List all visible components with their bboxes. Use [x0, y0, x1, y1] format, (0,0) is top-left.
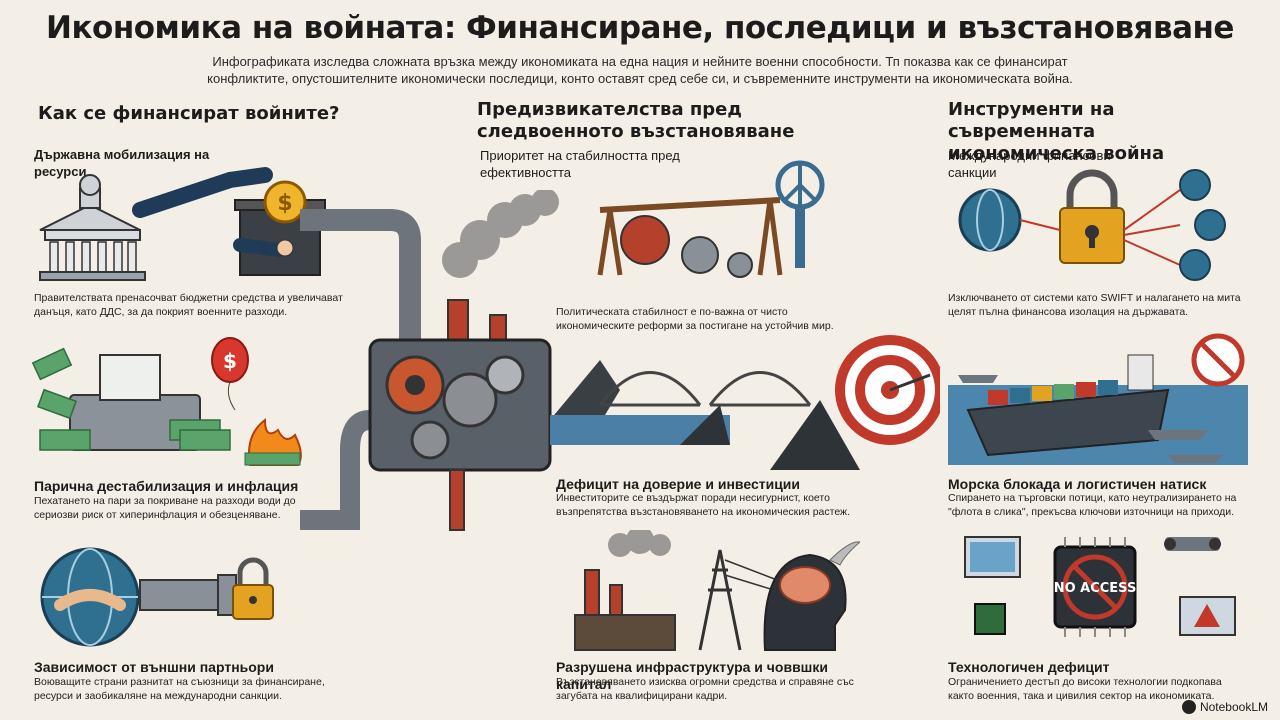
- infrastructure-illustration: [574, 530, 860, 651]
- left-s2-title: Парична дестабилизация и инфлация: [34, 478, 299, 494]
- handshake-globe-illustration: [40, 547, 274, 647]
- no-access-label: NO ACCESS: [1054, 581, 1137, 596]
- notebooklm-logo: NotebookLM: [1181, 700, 1268, 714]
- right-s3-title: Технологичен дефицит: [948, 659, 1110, 675]
- middle-s3-desc: Възстановяването изисква огромни средств…: [556, 676, 854, 702]
- middle-s2-desc: Инвеститорите се въздържат поради несигу…: [556, 492, 850, 518]
- right-column-heading: Инструменти на съвременната икономическа…: [948, 99, 1165, 164]
- money-printer-illustration: $: [31, 337, 302, 466]
- right-s2-title: Морска блокада и логистичен натиск: [948, 476, 1207, 492]
- tech-deficit-illustration: NO ACCESS: [964, 536, 1236, 637]
- middle-s3-title: Разрушена инфраструктура и човвшки капит…: [556, 659, 828, 692]
- notebooklm-label: NotebookLM: [1199, 700, 1268, 714]
- coin-dollar-label: $: [277, 191, 292, 216]
- sanctions-lock-illustration: [958, 169, 1226, 281]
- right-s1-title: Международни финансови санкции: [948, 148, 1111, 180]
- right-s2-desc: Спирането на търговски потици, като неут…: [948, 492, 1237, 518]
- notebooklm-icon: [1181, 700, 1196, 714]
- left-s3-title: Зависимост от външни партньори: [34, 659, 274, 675]
- left-s1-desc: Правителствата пренасочват бюджетни сред…: [34, 292, 343, 318]
- left-column-heading: Как се финансират войните?: [38, 103, 340, 124]
- left-s2-desc: Пехатането на пари за покриване на разхо…: [34, 495, 296, 521]
- page-title: Икономика на войната: Финансиране, после…: [46, 10, 1234, 46]
- middle-s2-title: Дефицит на доверие и инвестиции: [556, 476, 801, 492]
- right-s3-desc: Ограничението дестъп до високи технологи…: [948, 676, 1222, 702]
- middle-s1-desc: Политическата стабилност е по-важна от ч…: [556, 306, 834, 332]
- right-s1-desc: Изключването от системи като SWIFT и нал…: [948, 292, 1241, 318]
- middle-column-heading: Предизвикателства пред следвоенното възс…: [477, 99, 795, 142]
- intro-text: Инфографиката изследва сложната връзка м…: [207, 54, 1073, 86]
- stability-seesaw-illustration: [597, 160, 825, 278]
- left-s3-desc: Воюващите страни разнитат на съюзници за…: [34, 676, 325, 702]
- left-s1-title: Държавна мобилизация на ресурси: [34, 147, 210, 179]
- war-economy-machine-illustration: [300, 190, 940, 531]
- middle-s1-title: Приоритет на стабилността пред ефективно…: [480, 148, 680, 180]
- naval-blockade-illustration: [948, 333, 1248, 465]
- government-building-illustration: $: [39, 167, 326, 281]
- balloon-dollar-label: $: [223, 349, 237, 373]
